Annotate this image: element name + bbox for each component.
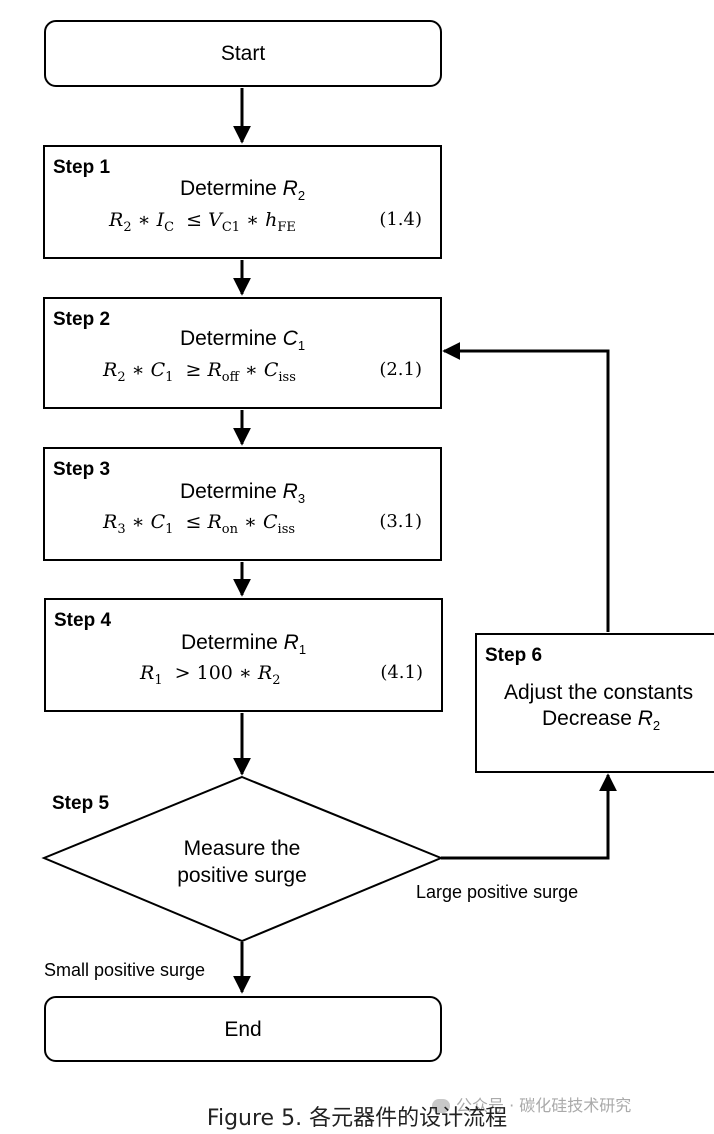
small-surge-label: Small positive surge — [44, 960, 206, 980]
step6-var: R — [637, 707, 653, 730]
arrow-step6-to-step2 — [442, 342, 610, 632]
step1-title: Determine R2 — [45, 177, 440, 203]
step5-text: Measure the positive surge — [142, 835, 342, 889]
step6-label: Step 6 — [485, 645, 543, 666]
step4-determine-word: Determine — [180, 631, 278, 654]
step6-var-sub: 2 — [652, 718, 661, 733]
arrow-step5-to-step6 — [441, 773, 617, 860]
step3-var: R — [282, 480, 298, 503]
step4-var-sub: 1 — [298, 642, 307, 657]
step6-decrease-word: Decrease — [542, 707, 632, 730]
step3-equation: R3 ∗ C1 ≤ Ron ∗ Ciss — [103, 511, 296, 537]
step2-determine-word: Determine — [179, 327, 277, 350]
step2-var-sub: 1 — [297, 338, 306, 353]
step2-eq-number: (2.1) — [379, 359, 422, 380]
step4-eq-number: (4.1) — [380, 662, 423, 683]
step4-title: Determine R1 — [46, 631, 441, 657]
step4-box: Step 4 Determine R1 R1 > 100 ∗ R2 (4.1) — [44, 598, 443, 712]
step2-label: Step 2 — [53, 309, 111, 330]
step5-line1: Measure the — [183, 837, 301, 860]
watermark: 公众号 · 碳化硅技术研究 — [432, 1092, 631, 1116]
step2-box: Step 2 Determine C1 R2 ∗ C1 ≥ Roff ∗ Cis… — [43, 297, 442, 409]
step3-eq-number: (3.1) — [379, 511, 422, 532]
step1-var-sub: 2 — [297, 188, 306, 203]
large-surge-label: Large positive surge — [416, 882, 579, 902]
end-terminal: End — [44, 996, 442, 1062]
step3-title: Determine R3 — [45, 480, 440, 506]
step6-line2: Decrease R2 — [542, 707, 660, 733]
step5-decision-diamond — [41, 775, 444, 943]
watermark-text: 公众号 · 碳化硅技术研究 — [456, 1096, 632, 1115]
step4-label: Step 4 — [54, 610, 112, 631]
step6-box: Step 6 Adjust the constants Decrease R2 — [475, 633, 714, 773]
step6-line1: Adjust the constants — [504, 681, 694, 704]
step3-label: Step 3 — [53, 459, 111, 480]
step3-var-sub: 3 — [297, 491, 306, 506]
step1-box: Step 1 Determine R2 R2 ∗ IC ≤ VC1 ∗ hFE … — [43, 145, 442, 259]
wechat-icon — [432, 1099, 450, 1113]
step1-equation: R2 ∗ IC ≤ VC1 ∗ hFE — [109, 209, 296, 235]
start-terminal: Start — [44, 20, 442, 87]
figure-caption: Figure 5. 各元器件的设计流程 — [206, 1106, 508, 1131]
start-label: Start — [220, 42, 266, 65]
step3-box: Step 3 Determine R3 R3 ∗ C1 ≤ Ron ∗ Ciss… — [43, 447, 442, 561]
step4-var: R — [283, 631, 299, 654]
step1-label: Step 1 — [53, 157, 111, 178]
step5-line2: positive surge — [177, 864, 307, 887]
step2-equation: R2 ∗ C1 ≥ Roff ∗ Ciss — [103, 359, 296, 385]
step2-title: Determine C1 — [45, 327, 440, 353]
step1-determine-word: Determine — [179, 177, 277, 200]
step4-equation: R1 > 100 ∗ R2 — [140, 662, 281, 688]
end-label: End — [224, 1018, 262, 1041]
step1-var: R — [282, 177, 298, 200]
step5-label: Step 5 — [52, 793, 110, 814]
step2-var: C — [282, 327, 298, 350]
step3-determine-word: Determine — [179, 480, 277, 503]
step1-eq-number: (1.4) — [379, 209, 422, 230]
